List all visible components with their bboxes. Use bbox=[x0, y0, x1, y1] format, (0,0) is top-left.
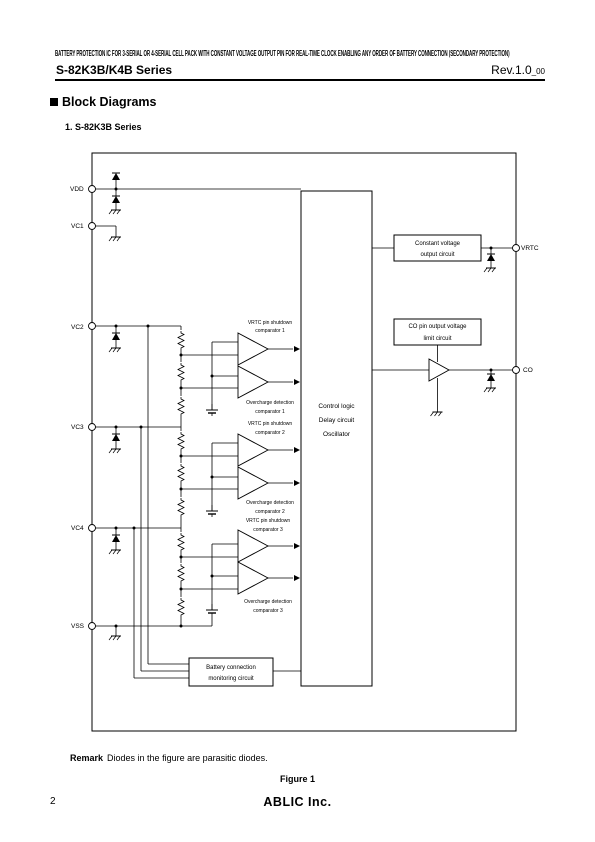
vrtc-shutdown-comparator-1 bbox=[237, 332, 269, 366]
oscillator-label: Oscillator bbox=[323, 431, 351, 438]
document-subtitle: BATTERY PROTECTION IC FOR 3-SERIAL OR 4-… bbox=[55, 49, 510, 58]
delay-circuit-label: Delay circuit bbox=[319, 417, 355, 424]
remark-label: Remark bbox=[70, 753, 104, 763]
ic-outline bbox=[91, 152, 517, 732]
battery-connection-block bbox=[188, 657, 274, 687]
pin-vc2-label: VC2 bbox=[71, 324, 84, 331]
co-limit-label-1: CO pin output voltage bbox=[408, 324, 467, 330]
page-number: 2 bbox=[50, 796, 56, 807]
co-buffer bbox=[428, 358, 450, 382]
revision-main: Rev.1.0 bbox=[491, 63, 532, 77]
overcharge-comparator-3 bbox=[237, 561, 269, 595]
remark-text: Diodes in the figure are parasitic diode… bbox=[107, 753, 268, 763]
pin-vdd bbox=[88, 185, 96, 193]
square-bullet-icon bbox=[50, 98, 58, 106]
series-name: S-82K3B/K4B Series bbox=[56, 63, 173, 77]
vrtc-shutdown-comparator-3 bbox=[237, 529, 269, 563]
header-rule bbox=[55, 79, 545, 81]
comparator-group-3: VRTC pin shutdown comparator 3 Overcharg… bbox=[176, 518, 300, 628]
vrtc-shutdown-comparator-2 bbox=[237, 433, 269, 467]
pin-vc1-label: VC1 bbox=[71, 223, 84, 230]
comparator-group-1: VRTC pin shutdown comparator 1 Overcharg… bbox=[176, 320, 300, 427]
sd3-label-a: VRTC pin shutdown bbox=[246, 518, 291, 524]
battery-connection-label-2: monitoring circuit bbox=[208, 676, 254, 682]
sd2-label-a: VRTC pin shutdown bbox=[248, 421, 293, 427]
pin-vss-label: VSS bbox=[71, 623, 85, 630]
oc3-label-b: comparator 3 bbox=[253, 608, 283, 614]
oc1-label-a: Overcharge detection bbox=[246, 400, 294, 406]
control-logic-block bbox=[300, 190, 373, 687]
pin-vc1 bbox=[88, 222, 96, 230]
control-logic-label: Control logic bbox=[318, 403, 355, 410]
oc3-label-a: Overcharge detection bbox=[244, 599, 292, 605]
constant-voltage-label-1: Constant voltage bbox=[415, 241, 461, 247]
co-limit-label-2: limit circuit bbox=[424, 336, 452, 342]
pin-vss bbox=[88, 622, 96, 630]
comparator-group-2: VRTC pin shutdown comparator 2 Overcharg… bbox=[176, 421, 300, 528]
battery-connection-label-1: Battery connection bbox=[206, 665, 256, 671]
pin-vrtc bbox=[512, 244, 520, 252]
pin-vc4 bbox=[88, 524, 96, 532]
subsection-title: 1. S-82K3B Series bbox=[65, 122, 142, 132]
pin-vc3 bbox=[88, 423, 96, 431]
sd2-label-b: comparator 2 bbox=[255, 430, 285, 436]
sd1-label-a: VRTC pin shutdown bbox=[248, 320, 293, 326]
company-logo: ABLIC Inc. bbox=[263, 795, 332, 809]
section-title: Block Diagrams bbox=[50, 95, 156, 109]
oc2-label-a: Overcharge detection bbox=[246, 500, 294, 506]
overcharge-comparator-1 bbox=[237, 365, 269, 399]
pin-vdd-label: VDD bbox=[70, 186, 84, 193]
figure-caption: Figure 1 bbox=[279, 774, 315, 784]
constant-voltage-label-2: output circuit bbox=[420, 252, 454, 258]
oc2-label-b: comparator 2 bbox=[255, 509, 285, 515]
pin-vc3-label: VC3 bbox=[71, 424, 84, 431]
sd3-label-b: comparator 3 bbox=[253, 527, 283, 533]
pin-co bbox=[512, 366, 520, 374]
revision: Rev.1.0_00 bbox=[491, 63, 545, 77]
section-title-text: Block Diagrams bbox=[62, 95, 157, 109]
revision-sub: _00 bbox=[531, 67, 545, 76]
oc1-label-b: comparator 1 bbox=[255, 409, 285, 415]
pin-vc2 bbox=[88, 322, 96, 330]
pin-co-label: CO bbox=[523, 367, 533, 374]
sd1-label-b: comparator 1 bbox=[255, 328, 285, 334]
pin-vc4-label: VC4 bbox=[71, 525, 84, 532]
pin-vrtc-label: VRTC bbox=[521, 245, 539, 252]
overcharge-comparator-2 bbox=[237, 466, 269, 500]
